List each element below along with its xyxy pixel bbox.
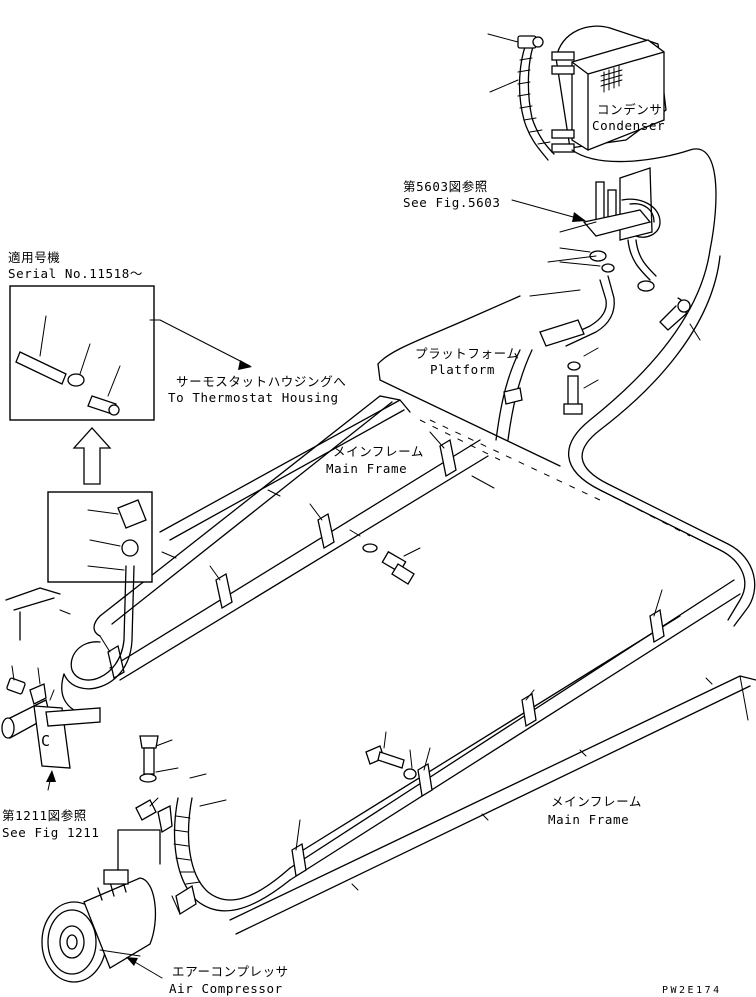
fig1211-label-jp: 第1211図参照: [2, 808, 87, 823]
platform-label-en: Platform: [430, 362, 495, 377]
serial-label-en: Serial No.11518～: [8, 266, 143, 281]
compressor-label-jp: エアーコンプレッサ: [172, 964, 289, 979]
main-frame-lower: [229, 579, 756, 935]
air-compressor-drawing: [41, 829, 161, 983]
thermostat-label-jp: サーモスタットハウジングへ: [176, 374, 346, 389]
serial-label-jp: 適用号機: [8, 250, 60, 265]
compressor-label-en: Air Compressor: [169, 981, 283, 996]
condenser-label-en: Condenser: [592, 118, 665, 133]
fig1211-fitting: [1, 665, 101, 769]
main-frame-upper: [59, 395, 501, 681]
fig1211-label-en: See Fig 1211: [2, 825, 100, 840]
valve-cluster: [529, 167, 701, 415]
condenser-drawing: [487, 25, 667, 161]
serial-inset: [9, 285, 155, 421]
detail-box: [47, 491, 153, 641]
mainframe-top-label-en: Main Frame: [326, 461, 407, 476]
mainframe-bottom-label-jp: メインフレーム: [551, 794, 642, 809]
platform-label-jp: プラットフォーム: [415, 346, 519, 361]
mainframe-top-label-jp: メインフレーム: [333, 444, 424, 459]
condenser-label-jp: コンデンサ: [597, 102, 663, 117]
fig5603-label-jp: 第5603図参照: [403, 179, 488, 194]
thermostat-label-en: To Thermostat Housing: [168, 390, 339, 405]
drawing-code: PW2E174: [662, 985, 722, 996]
fig5603-label-en: See Fig.5603: [403, 195, 501, 210]
callout-c: C: [41, 732, 51, 750]
mainframe-bottom-label-en: Main Frame: [548, 812, 629, 827]
